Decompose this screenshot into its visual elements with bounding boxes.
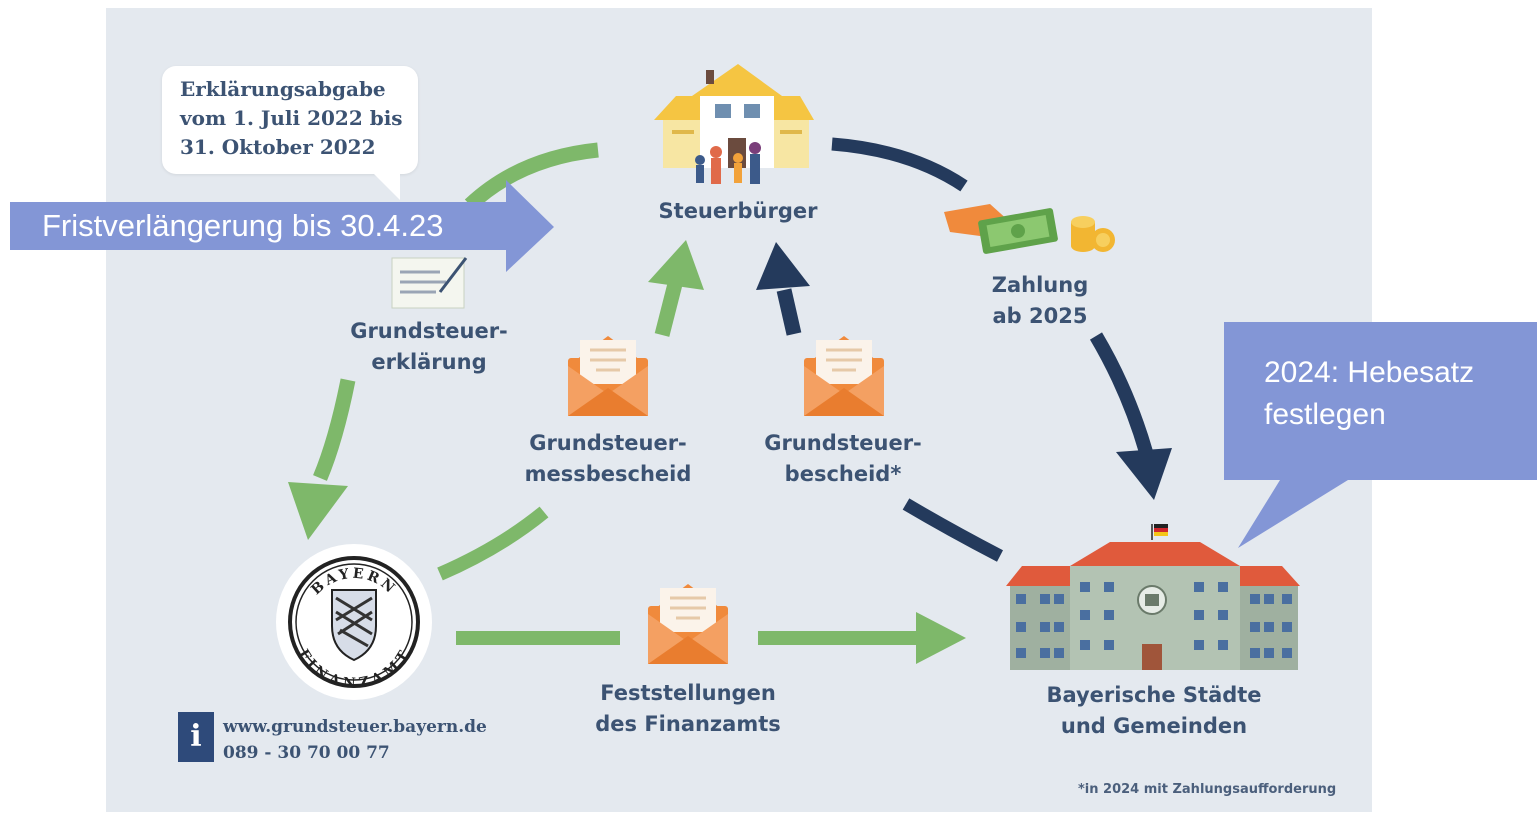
- arrow-zahlung-to-gemeinden: [1089, 332, 1153, 454]
- erklaerungsabgabe-text: Erklärungsabgabe vom 1. Juli 2022 bis 31…: [180, 77, 403, 159]
- envelope-icon: [802, 334, 886, 418]
- website-link[interactable]: www.grundsteuer.bayern.de: [223, 717, 487, 737]
- arrow-steuerbuerger-to-zahlung: [831, 137, 968, 192]
- phone-number: 089 - 30 70 00 77: [223, 743, 390, 763]
- arrow-gemeinden-to-bescheid: [902, 498, 1003, 562]
- gemeinden-label: Bayerische Städte und Gemeinden: [1046, 683, 1262, 738]
- arrow-messbescheid-head: [648, 240, 704, 290]
- footnote: *in 2024 mit Zahlungsaufforderung: [1078, 782, 1337, 797]
- arrow-finanzamt-to-messbescheid: [437, 506, 549, 581]
- arrow-zahlung-head: [1116, 448, 1172, 500]
- contact-info: www.grundsteuer.bayern.de 089 - 30 70 00…: [223, 714, 487, 766]
- erklaerungsabgabe-bubble: [162, 66, 418, 174]
- hebesatz-text: 2024: Hebesatz festlegen: [1264, 356, 1475, 431]
- info-icon: i: [178, 712, 214, 762]
- zahlung-label: Zahlung ab 2025: [991, 273, 1089, 328]
- bubble-tail: [370, 170, 400, 200]
- arrow-messbescheid-to-steuerbuerger: [654, 282, 683, 337]
- money-hand-icon: [944, 204, 1058, 254]
- town-hall-icon: [1006, 524, 1300, 670]
- form-icon: [391, 257, 468, 309]
- envelope-icon: [566, 334, 650, 418]
- house-family-icon: [654, 64, 814, 184]
- messbescheid-label: Grundsteuer- messbescheid: [524, 431, 692, 486]
- fristverlaengerung-callout-arrow: [10, 180, 554, 272]
- steuerbuerger-label: Steuerbürger: [659, 199, 819, 223]
- bescheid-label: Grundsteuer- bescheid*: [764, 431, 922, 486]
- arrow-feststellungen-head: [916, 612, 966, 664]
- fristverlaengerung-text: Fristverlängerung bis 30.4.23: [42, 208, 444, 243]
- hebesatz-callout-box: [1224, 322, 1537, 548]
- flow-arrows: [288, 137, 1172, 664]
- envelope-icon: [646, 582, 730, 666]
- arrow-erklaerung-to-finanzamt: [313, 378, 356, 481]
- arrow-bescheid-to-steuerbuerger: [776, 288, 802, 336]
- arrow-erklaerung-to-finanzamt-head: [288, 482, 348, 540]
- arrow-erklaerung-arc: [464, 142, 599, 211]
- seal-icon: BAYERN FINANZAMT: [276, 544, 432, 700]
- arrow-bescheid-head: [756, 242, 810, 290]
- grundsteuererklaerung-label: Grundsteuer- erklärung: [350, 319, 508, 374]
- feststellungen-label: Feststellungen des Finanzamts: [595, 681, 781, 736]
- coins-icon: [1071, 216, 1115, 252]
